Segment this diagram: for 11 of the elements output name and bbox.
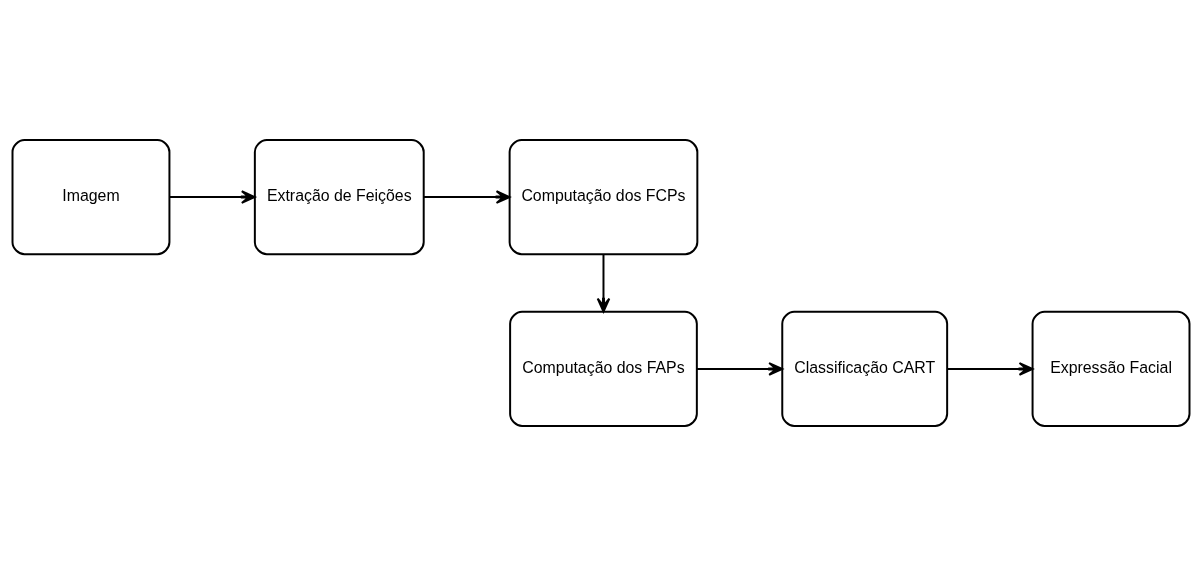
- node-box: Classificação CART: [781, 310, 949, 427]
- node-box: Extração de Feições: [253, 138, 425, 255]
- arrow: [596, 253, 611, 313]
- node-box: Imagem: [11, 138, 171, 255]
- arrow: [422, 189, 511, 204]
- node-box: Expressão Facial: [1031, 310, 1191, 427]
- arrow: [168, 189, 256, 204]
- node-box: Computação dos FAPs: [509, 310, 698, 427]
- arrow: [946, 361, 1034, 376]
- arrow: [695, 361, 784, 376]
- node-box: Computação dos FCPs: [508, 138, 699, 255]
